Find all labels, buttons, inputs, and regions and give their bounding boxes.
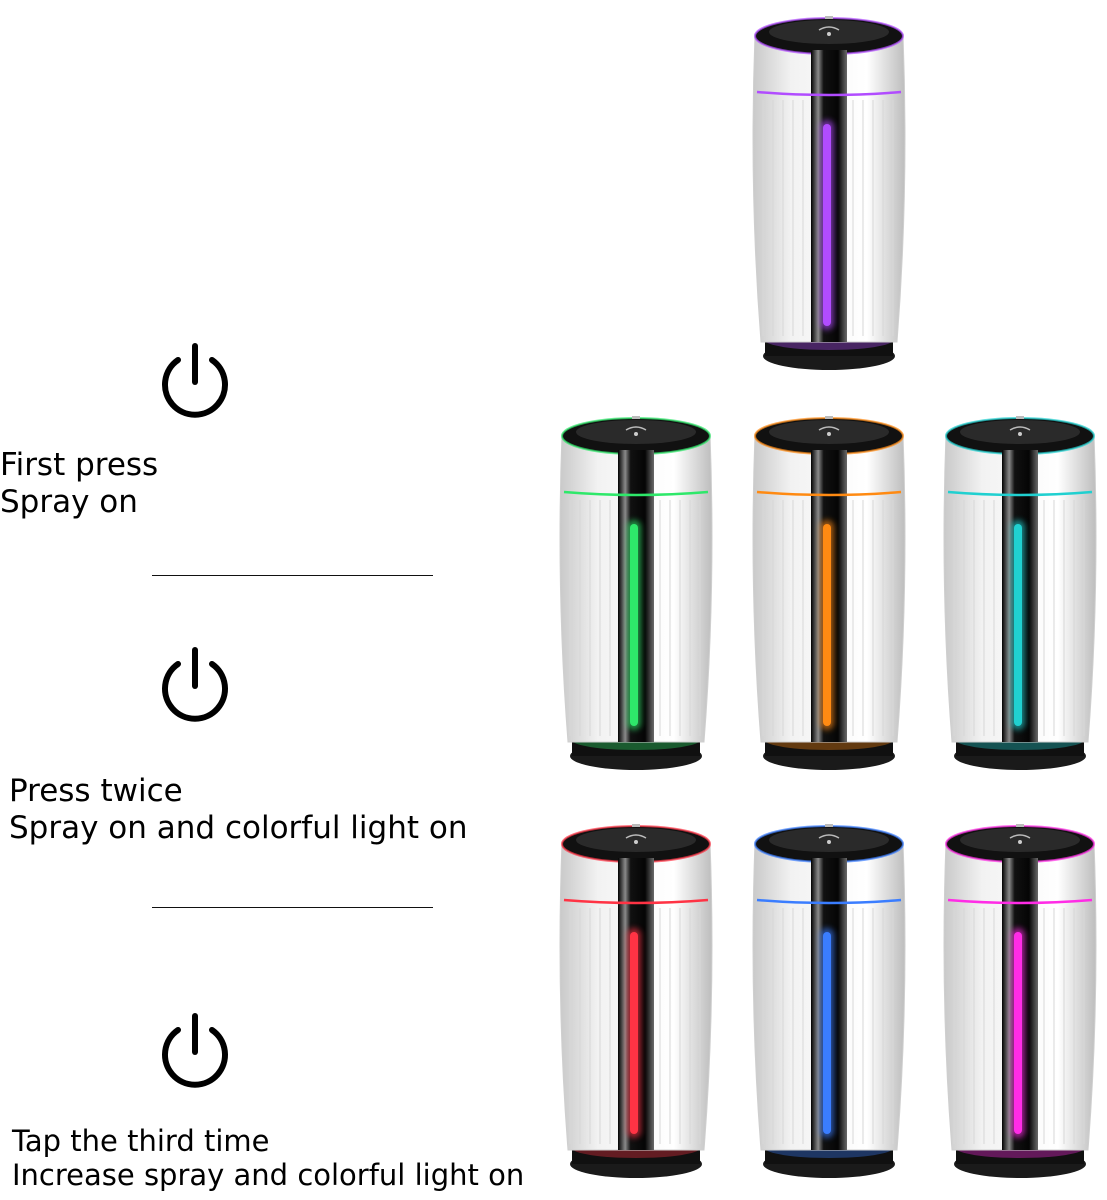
humidifier-device xyxy=(943,416,1097,770)
step-1-title: First press xyxy=(0,447,159,483)
humidifier-device xyxy=(559,416,713,770)
humidifier-magenta xyxy=(940,818,1100,1180)
humidifier-device xyxy=(559,824,713,1178)
step-2-title: Press twice xyxy=(9,773,183,809)
humidifier-blue xyxy=(749,818,909,1180)
humidifier-purple xyxy=(749,10,909,372)
humidifier-red xyxy=(556,818,716,1180)
step-3-description: Increase spray and colorful light on xyxy=(12,1158,525,1193)
step-3-label: Tap the third time Increase spray and co… xyxy=(12,1124,524,1192)
humidifier-device xyxy=(943,824,1097,1178)
step-3-title: Tap the third time xyxy=(12,1124,270,1158)
power-icon xyxy=(152,642,238,728)
humidifier-device xyxy=(752,824,906,1178)
step-2-label: Press twice Spray on and colorful light … xyxy=(9,773,467,846)
step-1-label: First press Spray on xyxy=(0,447,158,520)
humidifier-cyan xyxy=(940,410,1100,772)
power-icon xyxy=(152,338,238,424)
step-2-description: Spray on and colorful light on xyxy=(9,809,468,846)
divider xyxy=(152,907,433,908)
power-icon xyxy=(152,1008,238,1094)
humidifier-device xyxy=(752,416,906,770)
divider xyxy=(152,575,433,576)
humidifier-green xyxy=(556,410,716,772)
humidifier-device xyxy=(752,16,906,370)
step-1-description: Spray on xyxy=(0,483,138,520)
humidifier-orange xyxy=(749,410,909,772)
